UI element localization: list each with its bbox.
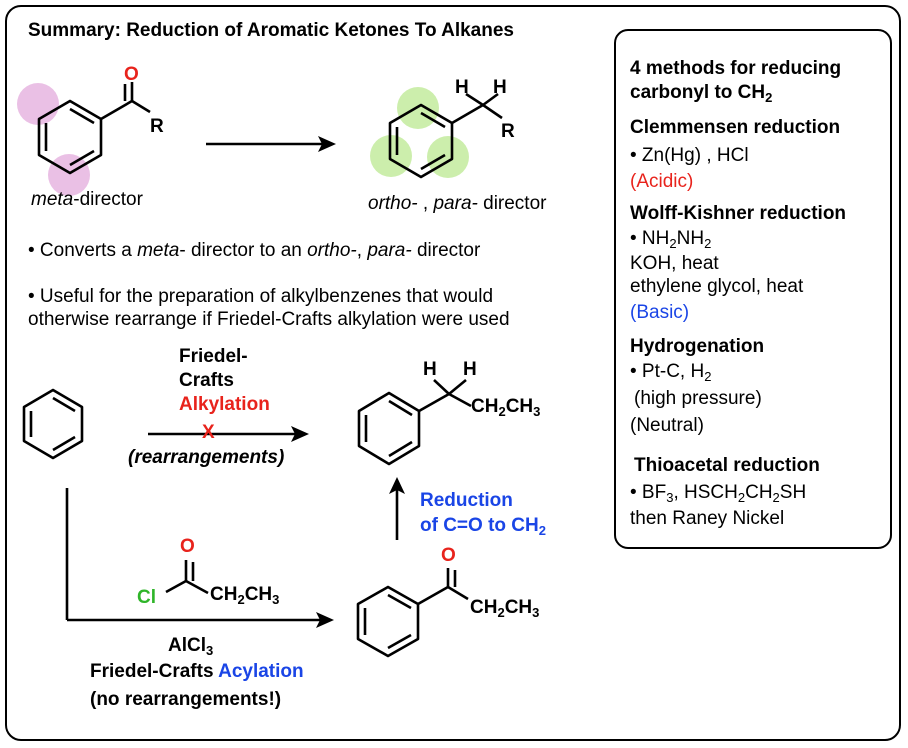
method-thioacetal-name: Thioacetal reduction (634, 455, 820, 476)
ortho-highlight (427, 136, 469, 178)
bond (165, 579, 187, 594)
reduction-label-line2: of C=O to CH2 (420, 515, 546, 538)
acyl-ethyl-label: CH2CH3 (210, 584, 280, 607)
sidebar-heading-line1: 4 methods for reducing (630, 58, 842, 79)
ethyl-group-label: CH2CH3 (471, 396, 541, 419)
blocked-x-mark: X (202, 422, 215, 443)
rearrangements-note: (rearrangements) (128, 447, 285, 468)
r-group-label: R (150, 116, 164, 137)
bullet-useful-line2: otherwise rearrange if Friedel-Crafts al… (28, 309, 510, 330)
no-rearrangements-note: (no rearrangements!) (90, 689, 282, 710)
ketone-ethyl-label: CH2CH3 (470, 597, 540, 620)
method-hydrogenation-name: Hydrogenation (630, 336, 765, 357)
bond (417, 585, 449, 606)
hydrogen-label: H (463, 359, 477, 380)
method-clemmensen-reagent: • Zn(Hg) , HCl (630, 145, 749, 166)
acylation-name: Friedel-Crafts Acylation (90, 661, 304, 682)
method-wolff-kishner-reagent: • NH2NH2 (630, 228, 712, 251)
bullet-converts: • Converts a meta- director to an ortho-… (28, 240, 481, 261)
alkylation-label-line3: Alkylation (179, 394, 270, 415)
alkylation-label-line1: Friedel- (179, 346, 248, 367)
r-group-label: R (501, 121, 515, 142)
chlorine-label: Cl (137, 587, 156, 608)
method-wolff-kishner-name: Wolff-Kishner reduction (630, 203, 847, 224)
methods-sidebar (614, 29, 892, 549)
reduction-label-line1: Reduction (420, 490, 513, 511)
method-wolff-kishner-condition: (Basic) (630, 302, 690, 323)
hydrogen-label: H (423, 359, 437, 380)
page-title: Summary: Reduction of Aromatic Ketones T… (28, 20, 514, 41)
benzene-ring (356, 585, 420, 658)
method-hydrogenation-condition: (Neutral) (630, 415, 704, 436)
method-thioacetal-line2: then Raney Nickel (630, 508, 785, 529)
bond (131, 99, 151, 114)
bond (451, 103, 484, 125)
bond (418, 392, 450, 413)
benzene-ring (357, 391, 421, 466)
meta-highlight (48, 154, 90, 196)
method-hydrogenation-line2: (high pressure) (634, 388, 762, 409)
meta-director-caption: meta-director (31, 189, 143, 210)
oxygen-label: O (124, 64, 139, 85)
method-wolff-kishner-line3: ethylene glycol, heat (630, 276, 804, 297)
bullet-useful-line1: • Useful for the preparation of alkylben… (28, 286, 494, 307)
ortho-para-director-caption: ortho- , para- director (368, 193, 547, 214)
method-clemmensen-name: Clemmensen reduction (630, 117, 841, 138)
benzene (22, 388, 84, 460)
oxygen-label: O (441, 545, 456, 566)
oxygen-label: O (180, 536, 195, 557)
method-clemmensen-condition: (Acidic) (630, 171, 694, 192)
method-thioacetal-reagent: • BF3, HSCH2CH2SH (630, 482, 807, 505)
sidebar-heading-line2: carbonyl to CH2 (630, 82, 773, 105)
outer-frame (5, 5, 901, 741)
method-hydrogenation-reagent: • Pt-C, H2 (630, 361, 712, 384)
alcl3-label: AlCl3 (168, 635, 214, 658)
bond (100, 99, 133, 121)
hydrogen-label: H (455, 77, 469, 98)
method-wolff-kishner-line2: KOH, heat (630, 253, 719, 274)
hydrogen-label: H (493, 77, 507, 98)
alkylation-label-line2: Crafts (179, 370, 234, 391)
